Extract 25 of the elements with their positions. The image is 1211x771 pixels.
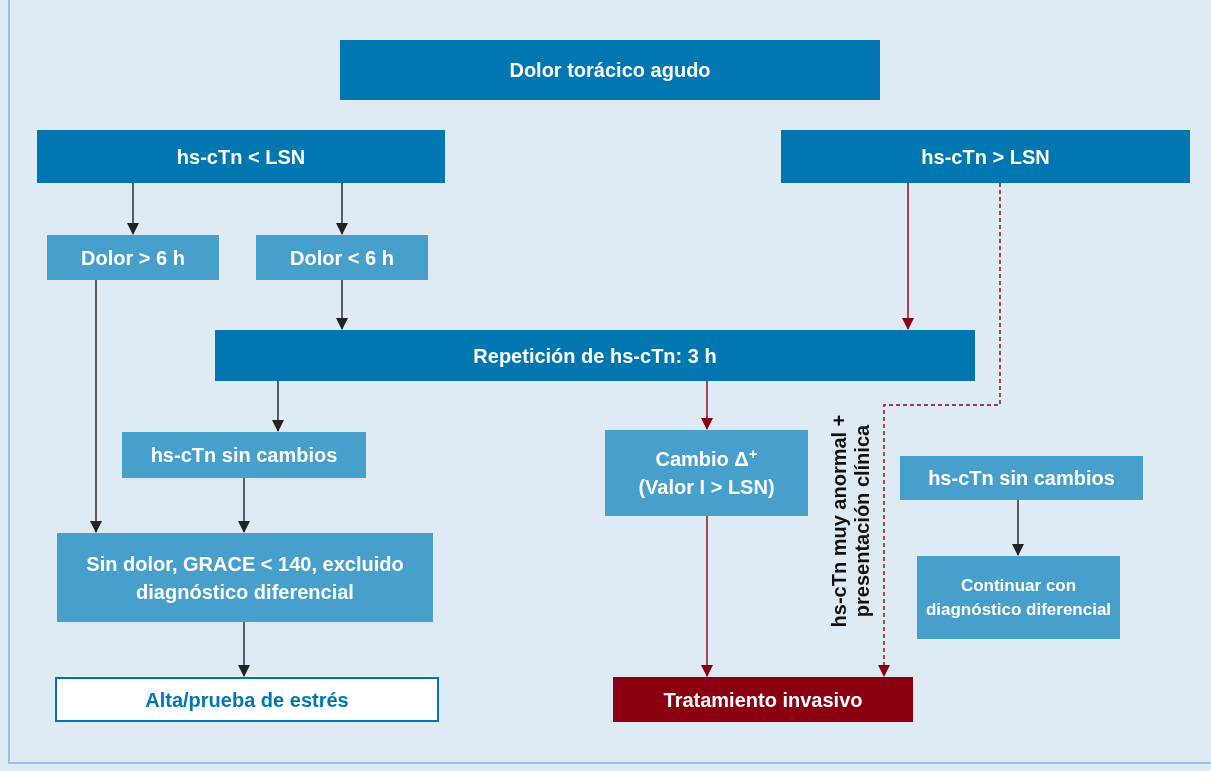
- process-box: hs-cTn < LSN: [37, 130, 445, 183]
- dashed-arrow: [878, 182, 1001, 677]
- process-box: hs-cTn > LSN: [781, 130, 1190, 183]
- process-box: Dolor > 6 h: [47, 235, 219, 280]
- arrow: [238, 621, 250, 677]
- process-box: hs-cTn sin cambios: [900, 456, 1143, 500]
- process-box: Continuar con diagnóstico diferencial: [917, 556, 1120, 639]
- arrow: [238, 477, 250, 533]
- arrow: [336, 182, 348, 235]
- arrow: [1012, 499, 1024, 556]
- process-box: Dolor torácico agudo: [340, 40, 880, 100]
- process-box: Cambio Δ$^{+}$ (Valor I > LSN): [605, 430, 808, 516]
- process-box: Dolor < 6 h: [256, 235, 428, 280]
- result-box: Alta/prueba de estrés: [55, 677, 439, 722]
- result-box: Tratamiento invasivo: [613, 677, 913, 722]
- arrow: [701, 380, 713, 430]
- process-box: hs-cTn sin cambios: [122, 432, 366, 478]
- arrow: [272, 380, 284, 432]
- arrow: [902, 182, 914, 330]
- arrow: [701, 515, 713, 677]
- arrow: [336, 279, 348, 330]
- arrow: [90, 279, 102, 533]
- process-box: Repetición de hs-cTn: 3 h: [215, 330, 975, 381]
- process-box: Sin dolor, GRACE < 140, excluido diagnóstico diferencial: [57, 533, 433, 622]
- arrow: [127, 182, 139, 235]
